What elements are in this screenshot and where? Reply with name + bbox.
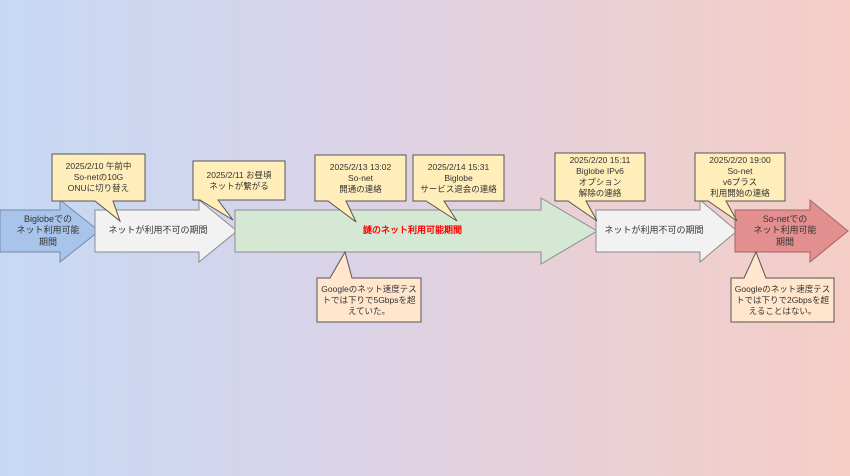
net-unavailable-1-arrow: [94, 198, 238, 264]
biglobe-withdrawal-callout: [412, 154, 505, 222]
ipv6-option-removed-callout: [554, 152, 646, 222]
onu-switch-callout: [51, 153, 146, 223]
speedtest-5gbps-callout: [316, 250, 422, 323]
speedtest-2gbps-callout: [730, 250, 835, 323]
biglobe-available-arrow: [0, 198, 100, 264]
sonet-opened-callout: [314, 154, 407, 223]
net-connected-callout: [192, 160, 286, 221]
v6plus-start-callout: [694, 152, 786, 222]
net-unavailable-2-arrow: [595, 198, 738, 264]
mystery-available-arrow: [234, 197, 598, 265]
sonet-available-arrow: [734, 198, 849, 264]
